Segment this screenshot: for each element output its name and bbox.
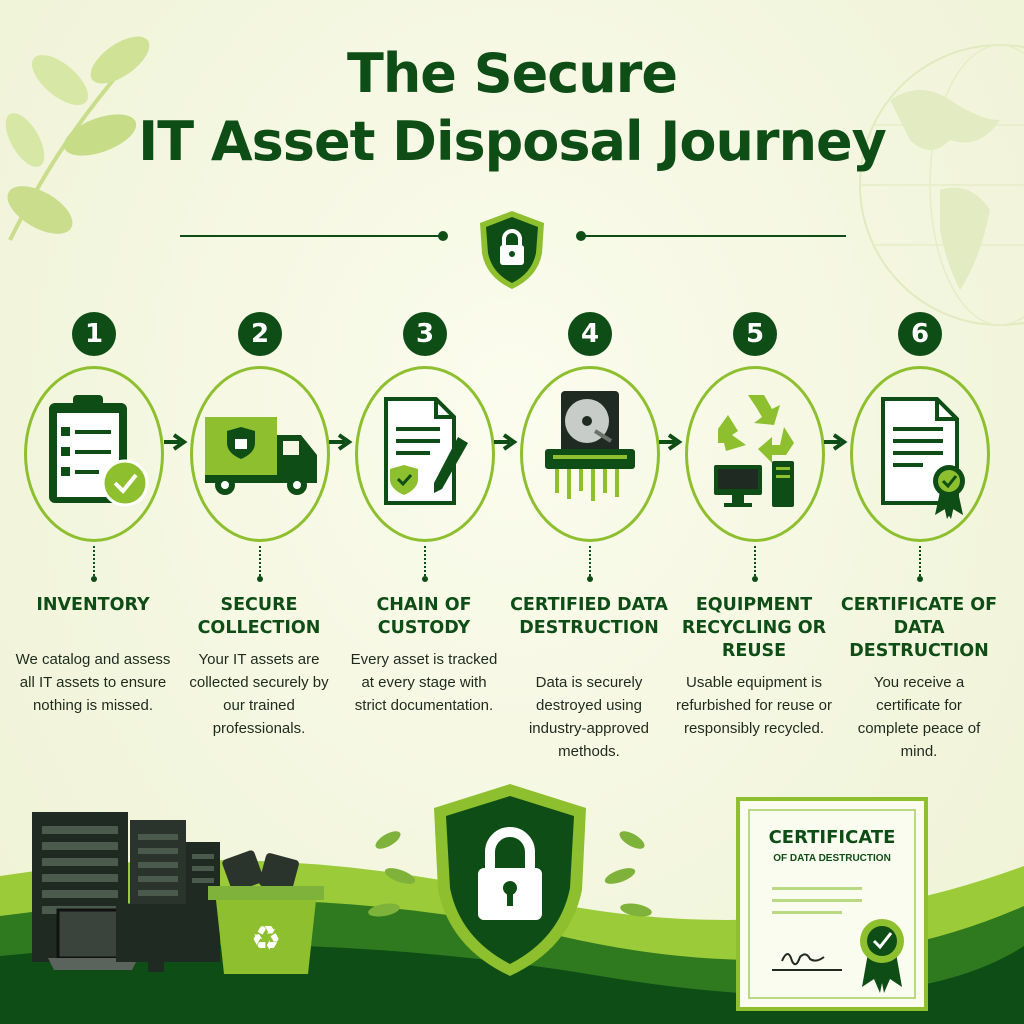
step-2-connector — [259, 546, 263, 576]
step-5-connector-dot — [752, 576, 758, 582]
certificate-title: CERTIFICATE — [768, 827, 896, 848]
arrow-right-icon — [659, 433, 683, 451]
step-2-connector-dot — [257, 576, 263, 582]
document-pen-icon — [384, 397, 468, 505]
step-5-number: 5 — [733, 312, 777, 356]
step-5-connector — [754, 546, 758, 576]
svg-text:♻: ♻ — [251, 919, 281, 959]
arrow-right-icon — [329, 433, 353, 451]
title-divider-left — [180, 235, 442, 237]
step-1-connector — [93, 546, 97, 576]
step-4-connector-dot — [587, 576, 593, 582]
hard-drive-shredder-icon — [545, 391, 635, 501]
step-6-title: CERTIFICATE OF DATA DESTRUCTION — [840, 595, 998, 661]
recycle-computer-icon — [714, 395, 794, 507]
globe-decoration-icon — [859, 44, 1024, 326]
divider-dot-right — [576, 231, 586, 241]
arrow-right-icon — [164, 433, 188, 451]
step-6-number: 6 — [898, 312, 942, 356]
arrow-right-icon — [494, 433, 518, 451]
title-divider-right — [584, 235, 846, 237]
step-3-connector — [424, 546, 428, 576]
step-3-icon-ring — [355, 366, 495, 542]
step-5-icon-ring — [685, 366, 825, 542]
page-title: The Secure IT Asset Disposal Journey — [0, 40, 1024, 176]
step-6-connector — [919, 546, 923, 576]
step-5-title: EQUIPMENT RECYCLING OR REUSE — [681, 595, 827, 661]
step-1-connector-dot — [91, 576, 97, 582]
step-6-icon-ring — [850, 366, 990, 542]
clipboard-checklist-icon — [49, 395, 149, 507]
title-line-2: IT Asset Disposal Journey — [138, 110, 887, 173]
step-4-description: Data is securely destroyed using industr… — [528, 674, 650, 760]
step-2-title: SECURE COLLECTION — [197, 595, 321, 638]
step-4-number: 4 — [568, 312, 612, 356]
shield-lock-icon — [480, 211, 544, 289]
step-4-connector — [589, 546, 593, 576]
step-1-title: INVENTORY — [36, 595, 150, 615]
step-6-description: You receive a certificate for complete p… — [857, 674, 981, 760]
step-4-title: CERTIFIED DATA DESTRUCTION — [510, 595, 668, 638]
certificate-lines-icon — [772, 887, 904, 993]
arrow-right-icon — [824, 433, 848, 451]
step-3-description: Every asset is tracked at every stage wi… — [350, 651, 498, 714]
large-shield-lock-icon — [368, 784, 652, 976]
step-1-description: We catalog and assess all IT assets to e… — [15, 651, 171, 714]
step-4-icon-ring — [520, 366, 660, 542]
step-3-connector-dot — [422, 576, 428, 582]
step-2-number: 2 — [238, 312, 282, 356]
step-3-title: CHAIN OF CUSTODY — [376, 595, 472, 638]
step-1-number: 1 — [72, 312, 116, 356]
truck-shield-icon — [205, 417, 317, 495]
certificate-badge-icon — [881, 397, 965, 519]
step-3-number: 3 — [403, 312, 447, 356]
title-line-1: The Secure — [347, 42, 678, 105]
server-racks-icon — [32, 812, 220, 972]
certificate-subtitle: OF DATA DESTRUCTION — [773, 853, 891, 864]
certificate-inner-border — [748, 809, 916, 999]
certificate-card: CERTIFICATE OF DATA DESTRUCTION — [736, 797, 928, 1011]
step-6-connector-dot — [917, 576, 923, 582]
recycle-bin-icon: ♻ — [208, 850, 324, 974]
step-1-icon-ring — [24, 366, 164, 542]
step-2-icon-ring — [190, 366, 330, 542]
step-5-description: Usable equipment is refurbished for reus… — [676, 674, 832, 737]
step-2-description: Your IT assets are collected securely by… — [189, 651, 329, 737]
divider-dot-left — [438, 231, 448, 241]
leaves-decoration-icon — [5, 36, 150, 241]
